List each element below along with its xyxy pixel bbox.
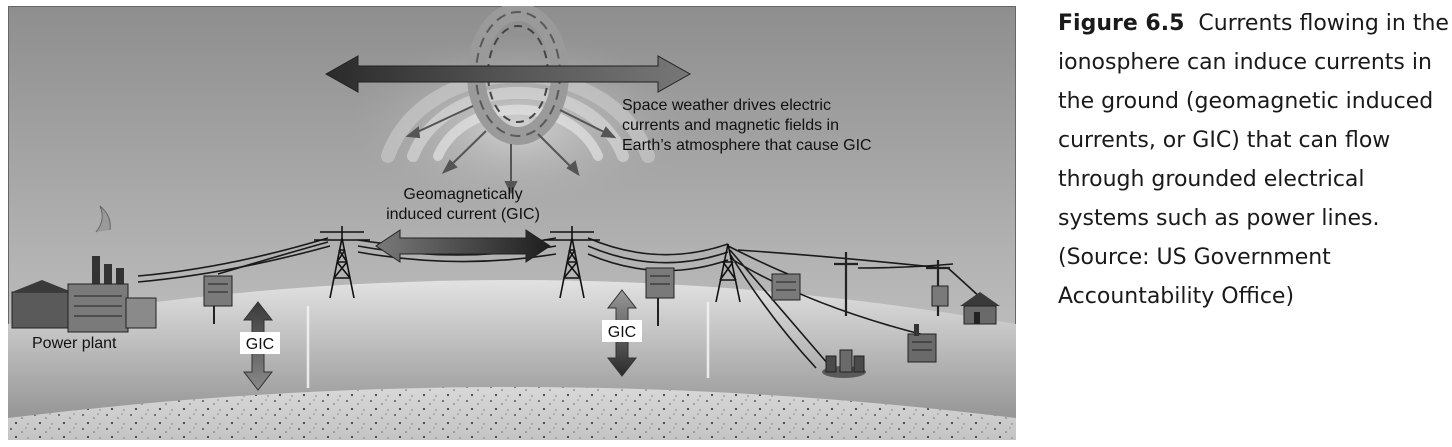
- space-weather-line-1: Space weather drives electric: [622, 97, 831, 114]
- industrial-plant-icon: [822, 349, 866, 378]
- factory-icon: [907, 324, 937, 363]
- house-icon: [960, 292, 1000, 325]
- figure-label: Figure 6.5: [1058, 11, 1185, 36]
- transformer-3: [771, 273, 801, 301]
- transformer-4: [931, 285, 949, 307]
- power-plant-icon: [11, 205, 157, 333]
- gic-label-right-bg: [602, 320, 642, 342]
- gic-label-left-bg: [240, 332, 280, 354]
- gic-diagram: Space weather drives electric currents a…: [8, 3, 1016, 440]
- space-weather-label: Space weather drives electric currents a…: [622, 97, 872, 154]
- ionosphere-current-arrow: [324, 55, 692, 93]
- gic-title-label: Geomagnetically induced current (GIC): [386, 186, 540, 223]
- gic-label-right: GIC: [608, 324, 636, 341]
- transmission-tower-left: [314, 226, 370, 299]
- space-weather-line-3: Earth’s atmosphere that cause GIC: [622, 137, 872, 154]
- caption-text: Currents flowing in the ionosphere can i…: [1058, 11, 1449, 309]
- gic-title-line-2: induced current (GIC): [386, 206, 540, 223]
- transformer-2: [645, 267, 675, 326]
- ground-speckle: [8, 387, 1016, 440]
- transmission-tower-middle: [715, 243, 741, 303]
- figure-caption: Figure 6.5 Currents flowing in the ionos…: [1058, 4, 1450, 316]
- gic-label-left: GIC: [246, 336, 274, 353]
- transmission-tower-right: [544, 226, 600, 299]
- radial-field-arrows: [405, 105, 617, 195]
- gic-line-current-arrow: [375, 229, 551, 263]
- ground-connections: [306, 302, 710, 388]
- power-plant-label: Power plant: [32, 335, 117, 352]
- transformer-1: [203, 275, 233, 324]
- space-weather-line-2: currents and magnetic fields in: [622, 117, 839, 134]
- gic-title-line-1: Geomagnetically: [403, 186, 522, 203]
